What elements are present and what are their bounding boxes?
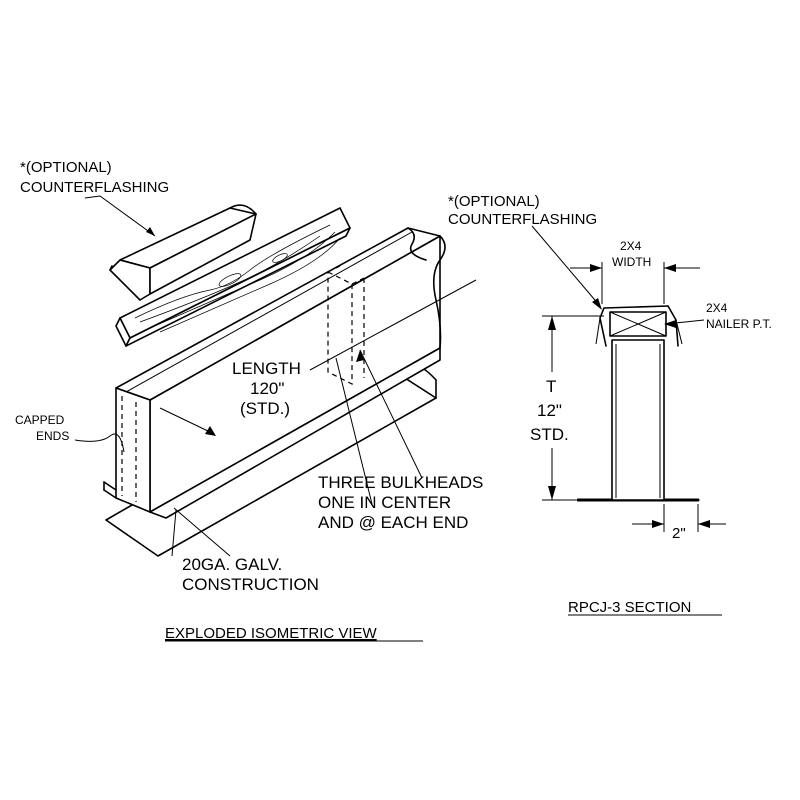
bulkheads-line2: ONE IN CENTER [318, 493, 451, 512]
counterflashing-piece [109, 204, 257, 301]
wood-nailer [115, 207, 351, 347]
bulkheads-line3: AND @ EACH END [318, 513, 468, 532]
construction-line1: 20GA. GALV. [182, 555, 282, 574]
nailer-label-line1: 2X4 [706, 301, 728, 315]
flange-dimension [632, 504, 726, 532]
iso-leaders [74, 195, 477, 557]
section-view-title: RPCJ-3 SECTION [568, 599, 691, 616]
height-label-std: STD. [530, 425, 569, 444]
bulkheads-line1: THREE BULKHEADS [318, 473, 483, 492]
height-dimension [542, 315, 604, 501]
nailer-label-line2: NAILER P.T. [706, 317, 772, 331]
section-leaders [531, 225, 705, 328]
height-label-value: 12" [537, 401, 562, 420]
flange-label: 2" [672, 525, 686, 542]
iso-counterflashing-line1: *(OPTIONAL) [20, 159, 112, 176]
capped-ends-line1: CAPPED [15, 413, 65, 427]
capped-ends-line2: ENDS [36, 429, 69, 443]
construction-line2: CONSTRUCTION [182, 575, 319, 594]
length-label-line1: LENGTH [232, 359, 301, 378]
isometric-view: *(OPTIONAL) COUNTERFLASHING LENGTH 120" … [15, 159, 483, 642]
iso-view-title: EXPLODED ISOMETRIC VIEW [165, 625, 378, 642]
length-label-line2: 120" [250, 379, 284, 398]
width-dimension [570, 262, 700, 304]
section-counterflashing-line2: COUNTERFLASHING [448, 211, 597, 228]
section-view: *(OPTIONAL) COUNTERFLASHING 2X4 WIDTH 2X… [448, 193, 772, 616]
section-curb [611, 339, 665, 501]
length-label-line3: (STD.) [240, 399, 290, 418]
section-counterflashing-line1: *(OPTIONAL) [448, 193, 540, 210]
width-label-line1: 2X4 [620, 239, 642, 253]
section-nailer [609, 311, 667, 337]
height-label-t: T [546, 377, 556, 396]
iso-counterflashing-line2: COUNTERFLASHING [20, 179, 169, 196]
section-counterflashing [595, 305, 683, 347]
width-label-line2: WIDTH [612, 255, 651, 269]
curb-body [103, 227, 446, 519]
